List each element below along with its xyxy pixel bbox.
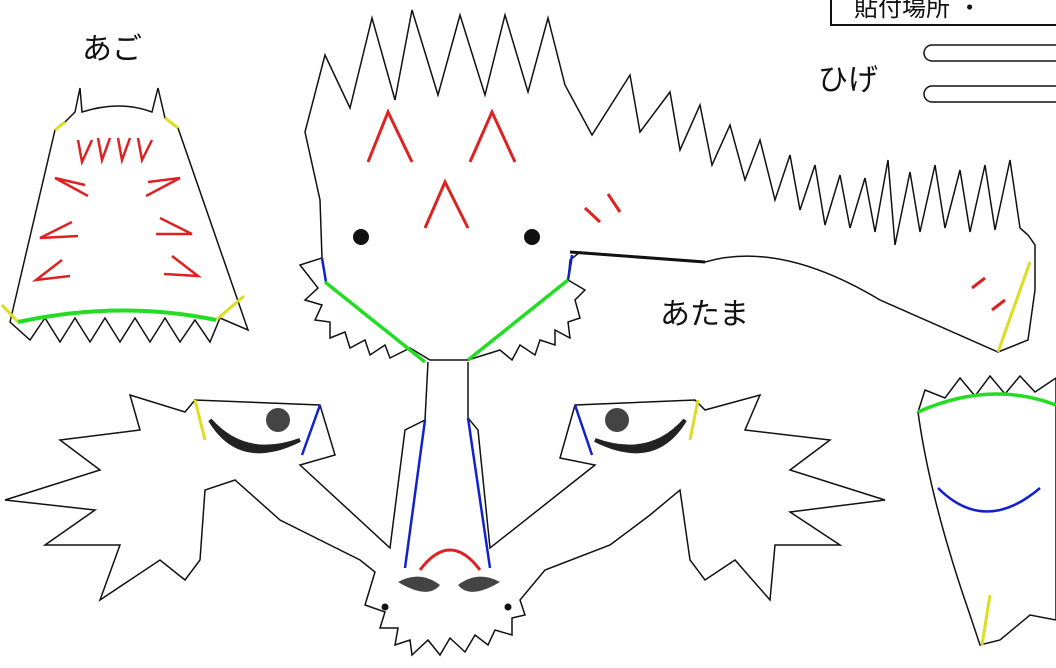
lower-outline <box>917 374 1056 646</box>
head-green-right <box>466 278 570 362</box>
face-blue-eye-left <box>300 404 322 456</box>
lower-piece <box>917 374 1056 646</box>
face-piece <box>4 361 886 657</box>
face-brow-left <box>208 418 301 454</box>
corner-note-box: 貼付場所 ・ <box>830 0 1056 26</box>
lower-green-fold <box>917 392 1056 414</box>
jaw-yellow-br <box>215 294 245 322</box>
jaw-red-marks <box>31 137 202 282</box>
whisker-strip-1 <box>923 44 1056 62</box>
face-nostril-right <box>458 576 500 592</box>
face-blue-nose-left <box>403 419 427 569</box>
jaw-yellow-right <box>164 116 179 130</box>
head-eye-left <box>353 229 369 245</box>
jaw-yellow-bl <box>0 303 20 324</box>
head-blue-left <box>320 257 328 283</box>
face-yellow-eye-right <box>688 399 700 441</box>
label-ago: あご <box>82 32 142 67</box>
whisker-strips <box>923 44 1056 103</box>
face-blue-nose-right <box>466 417 492 569</box>
label-atama: あたま <box>660 297 750 332</box>
head-green-left <box>323 280 427 364</box>
face-dot-right <box>504 603 512 611</box>
corner-note-text: 貼付場所 ・ <box>854 0 982 22</box>
jaw-yellow-left <box>54 120 66 132</box>
head-blue-right <box>566 254 574 281</box>
face-eye-right <box>605 408 629 432</box>
head-yellow-right <box>996 261 1032 353</box>
jaw-piece <box>0 87 250 344</box>
face-eye-left <box>266 408 290 432</box>
head-outline <box>298 9 1036 362</box>
head-neck-line <box>569 250 706 264</box>
lower-yellow-mark <box>980 594 992 646</box>
jaw-green-fold <box>17 308 217 324</box>
face-dot-left <box>381 603 389 611</box>
jaw-outline <box>9 87 250 344</box>
face-outline <box>4 361 886 657</box>
head-eye-right <box>524 229 540 245</box>
face-red-nose-arc <box>418 548 482 571</box>
face-nostril-left <box>398 576 440 592</box>
whisker-strip-2 <box>923 85 1056 103</box>
lower-blue-mark <box>937 487 1041 513</box>
head-red-marks <box>366 108 1006 312</box>
label-hige: ひげ <box>818 63 878 98</box>
face-blue-eye-right <box>573 404 594 456</box>
head-piece <box>298 9 1036 364</box>
face-brow-right <box>594 418 687 454</box>
face-yellow-eye-left <box>193 399 207 441</box>
